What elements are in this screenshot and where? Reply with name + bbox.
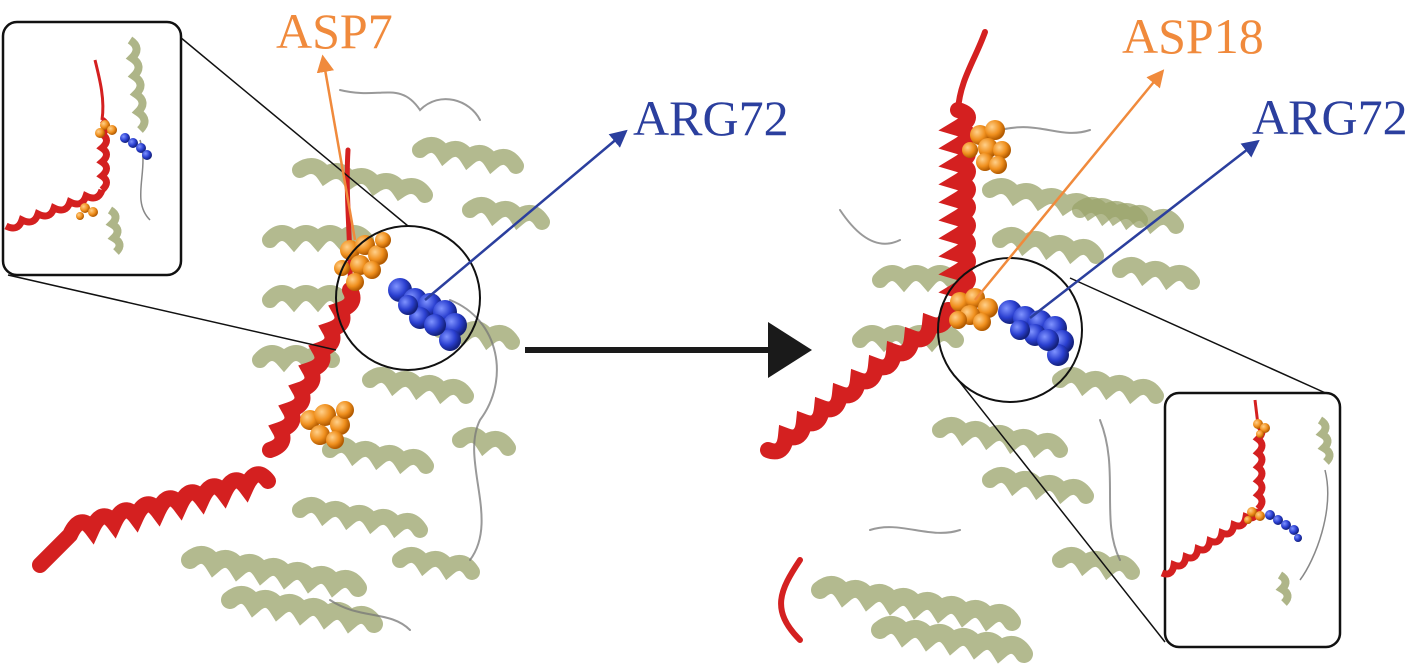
left-panel: ASP7 ARG72 (1, 3, 789, 634)
left-asp-lower-spheres (300, 401, 354, 449)
left-arg72-spheres (388, 278, 467, 351)
left-asp-label: ASP7 (276, 3, 393, 59)
left-asp-arrow (316, 54, 357, 241)
left-zoom-line-bottom (7, 274, 337, 351)
transition-arrow-icon (525, 322, 812, 378)
right-peptide-helix (760, 29, 988, 643)
left-arg-label: ARG72 (633, 90, 789, 146)
right-panel: ASP18 ARG72 (760, 8, 1408, 664)
right-zoom-line-bottom (954, 375, 1166, 643)
right-arg-arrow (1029, 139, 1260, 319)
left-protein-scaffold (181, 89, 550, 634)
left-zoom-line-top (179, 36, 409, 227)
right-inset (1160, 391, 1342, 649)
right-protein-scaffold (811, 126, 1200, 664)
left-arg-arrow (424, 129, 628, 301)
right-asp-arrow (974, 69, 1165, 301)
right-arg72-spheres (998, 300, 1074, 366)
right-asp-upper-spheres (962, 120, 1011, 174)
left-inset (1, 20, 183, 277)
left-asp7-spheres (334, 232, 391, 291)
right-asp-label: ASP18 (1122, 8, 1264, 64)
right-arg-label: ARG72 (1252, 89, 1408, 145)
right-asp18-spheres (949, 288, 998, 331)
right-zoom-line-top (1069, 277, 1331, 396)
